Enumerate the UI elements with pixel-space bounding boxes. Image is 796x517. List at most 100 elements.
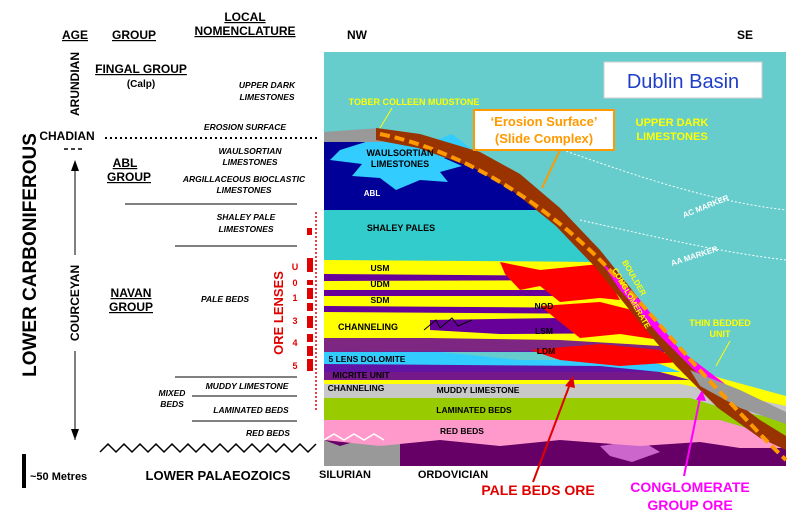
ore-lens-4: 4: [292, 338, 297, 348]
unconformity-zigzag-left: [99, 442, 317, 454]
muddy-limestone-layer: [324, 384, 786, 420]
channeling2-label: CHANNELING: [328, 383, 385, 393]
ore-lens-0: 0: [292, 278, 297, 288]
scale-bar: [22, 454, 26, 488]
nom-erosion-surface: EROSION SURFACE: [204, 122, 287, 132]
usm-label: USM: [371, 263, 390, 273]
erosion-callout-pointer: [541, 149, 561, 189]
group-header: GROUP: [112, 28, 156, 42]
erosion-callout-1: ‘Erosion Surface’: [491, 114, 598, 129]
ore-lens-marker: [307, 316, 313, 328]
shaley-pales-label: SHALEY PALES: [367, 223, 435, 233]
ore-tongue-middle: [540, 302, 660, 340]
slide-complex-band: [376, 128, 786, 450]
ore-lens-marker: [307, 303, 313, 311]
nomenclature-header-line1: LOCAL: [224, 10, 265, 24]
ore-lens-U: U: [292, 262, 299, 272]
ore-lens-marker: [307, 228, 312, 235]
ore-tongue-upper: [500, 262, 620, 302]
thin-bedded-label-2: UNIT: [710, 329, 731, 339]
pale-beds-ore-arrow: [532, 383, 571, 483]
channeling-label: CHANNELING: [338, 322, 398, 332]
laminated-beds-layer: [324, 398, 786, 436]
micrite-label: MICRITE UNIT: [332, 370, 390, 380]
abl-group-label-2: GROUP: [107, 170, 151, 184]
fingal-group-label: FINGAL GROUP: [95, 62, 187, 76]
tober-colleen-label: TOBER COLLEEN MUDSTONE: [349, 97, 480, 107]
ore-lens-3: 3: [292, 316, 297, 326]
muddy-limestone-label: MUDDY LIMESTONE: [437, 385, 520, 395]
channeling-zigzag: [423, 317, 473, 331]
silurian-layer: [324, 440, 400, 466]
pale-beds-ore-arrowhead: [565, 376, 575, 388]
chadian-label: CHADIAN: [39, 129, 94, 143]
nom-upper-dark-2: LIMESTONES: [239, 92, 294, 102]
sdm-label: SDM: [371, 295, 390, 305]
ldm-label: LDM: [537, 346, 555, 356]
nw-label: NW: [347, 28, 368, 42]
ore-lens-marker: [307, 280, 313, 285]
navan-group-label-2: GROUP: [109, 300, 153, 314]
nom-red-beds: RED BEDS: [246, 428, 290, 438]
lsm-label: LSM: [535, 326, 553, 336]
nom-pale-beds: PALE BEDS: [201, 294, 249, 304]
ore-lens-1: 1: [292, 293, 297, 303]
navan-group-label-1: NAVAN: [111, 286, 152, 300]
abl-group-label-1: ABL: [113, 156, 138, 170]
ore-lens-marker: [307, 288, 313, 299]
courceyan-label: COURCEYAN: [68, 265, 82, 341]
mixed-beds-label-1: MIXED: [159, 388, 186, 398]
conglomerate-ore-arrowhead: [696, 390, 706, 401]
tober-colleen-pointer: [379, 107, 393, 129]
ore-tongue-lower: [530, 344, 680, 366]
udm-label: UDM: [370, 279, 389, 289]
laminated-beds-label: LAMINATED BEDS: [436, 405, 512, 415]
ore-lens-marker: [307, 346, 313, 356]
pale-beds-ore-label: PALE BEDS ORE: [481, 482, 594, 498]
scale-label: ~50 Metres: [30, 471, 87, 483]
mixed-beds-label-2: BEDS: [160, 399, 184, 409]
lower-palaeozoics-label: LOWER PALAEOZOICS: [146, 468, 291, 483]
micrite-dark-band: [324, 364, 690, 380]
nom-shaley-2: LIMESTONES: [218, 224, 273, 234]
ore-lens-marker: [307, 359, 313, 371]
aa-marker-line: [579, 219, 787, 261]
thin-bedded-label-1: THIN BEDDED: [689, 318, 751, 328]
basin-title-box: [603, 61, 763, 99]
ac-marker-line: [539, 141, 787, 211]
lower-carboniferous-label: LOWER CARBONIFEROUS: [20, 133, 41, 377]
abl-section-label: ABL: [364, 189, 381, 198]
conglomerate-ore-label-2: GROUP ORE: [647, 497, 732, 513]
ore-lens-markers: [307, 228, 313, 371]
nom-laminated: LAMINATED BEDS: [213, 405, 289, 415]
silurian-label: SILURIAN: [319, 469, 371, 481]
courceyan-arrow-up: [71, 160, 79, 171]
waulsortian-label-1: WAULSORTIAN: [367, 148, 434, 158]
nom-waulsortian-1: WAULSORTIAN: [218, 146, 282, 156]
lower-palaeozoics-layer: [324, 440, 786, 466]
calp-label: (Calp): [127, 79, 155, 90]
nom-waulsortian-2: LIMESTONES: [222, 157, 277, 167]
nom-upper-dark-1: UPPER DARK: [239, 80, 296, 90]
nom-argillaceous-1: ARGILLACEOUS BIOCLASTIC: [182, 174, 306, 184]
red-beds-layer: [324, 420, 786, 448]
ore-lens-marker: [307, 334, 313, 342]
erosion-callout-2: (Slide Complex): [495, 131, 593, 146]
courceyan-arrow-down: [71, 429, 79, 440]
courceyan-label-bg: [66, 255, 84, 351]
nom-argillaceous-2: LIMESTONES: [216, 185, 271, 195]
thin-bedded-pointer: [715, 340, 731, 367]
basin-title: Dublin Basin: [627, 71, 739, 93]
section-upper-dark-2: LIMESTONES: [636, 131, 707, 143]
shaley-pales-layer: [324, 204, 610, 262]
se-label: SE: [737, 28, 753, 42]
ore-lens-5: 5: [292, 361, 297, 371]
pale-band-2: [324, 290, 612, 296]
nod-label: NOD: [535, 301, 554, 311]
erosion-callout-box: [473, 109, 615, 151]
nomenclature-header-line2: NOMENCLATURE: [194, 24, 295, 38]
arundian-label: ARUNDIAN: [68, 52, 82, 116]
waulsortian-label-2: LIMESTONES: [371, 159, 429, 169]
section-unconformity-zigzag: [323, 433, 385, 441]
